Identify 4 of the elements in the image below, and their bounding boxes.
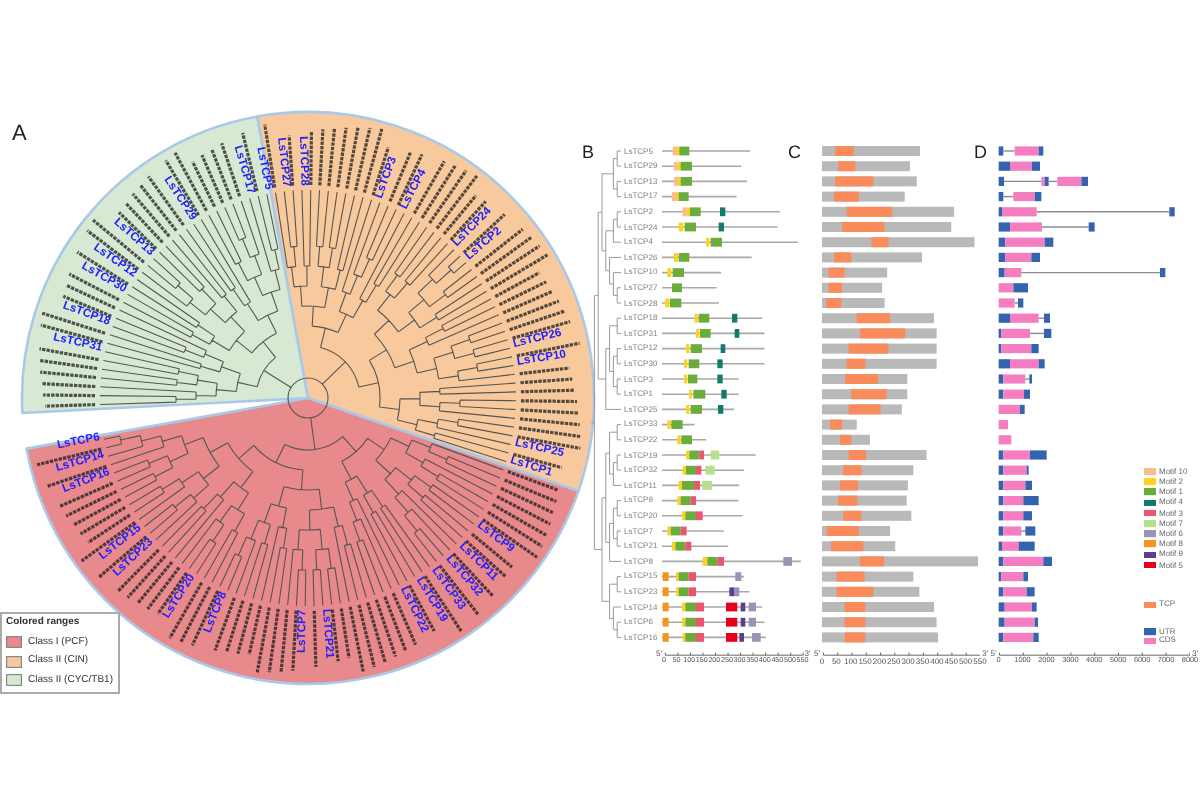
panel-letter: C	[788, 144, 801, 162]
panel-letter: D	[974, 144, 987, 162]
panel-letter: B	[582, 143, 595, 161]
panel-letter: A	[12, 124, 27, 146]
